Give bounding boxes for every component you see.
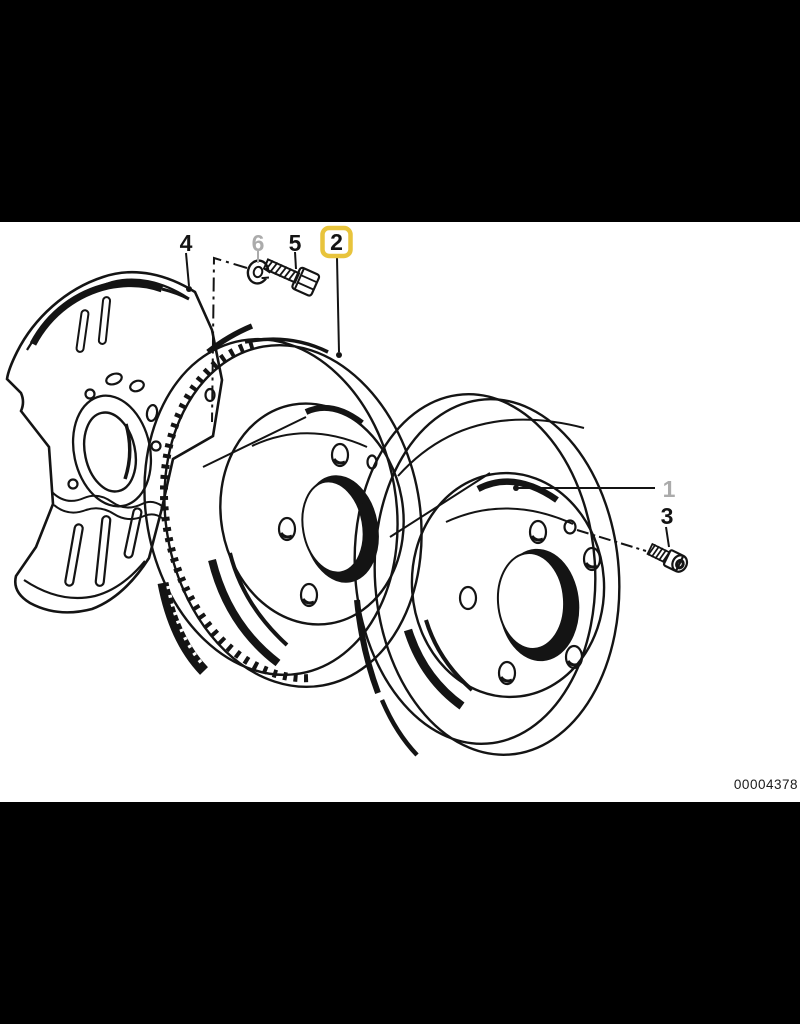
shield-hole [129,379,145,393]
disc2-back-rim [143,337,399,677]
disc1-setscrew-hole [563,519,577,535]
bolt-axis-line [211,256,248,423]
disc2-center-bore-inner [301,480,365,574]
disc2-rim-edge-top [244,337,329,354]
leader-4-dot [186,286,192,292]
shield-rib-2 [97,296,112,345]
callout-label-1[interactable]: 1 [663,476,676,502]
callout-6[interactable]: 6 [252,230,265,256]
letterbox-top [0,0,800,222]
callout-4[interactable]: 4 [180,230,193,256]
highlight-box[interactable] [320,225,353,259]
shield-hole [105,372,123,386]
shield-foot-lip [23,560,146,600]
callout-5[interactable]: 5 [289,230,302,256]
leader-2 [336,257,340,353]
callout-label-3[interactable]: 3 [661,503,674,529]
callout-label-5[interactable]: 5 [289,230,302,256]
shield-slot [64,523,84,587]
hex-bolt-part [262,258,321,297]
shield-hub-bore-shade [123,423,132,480]
shield-hub-hole [82,411,138,493]
disc2-face-shadow-1 [208,559,281,667]
disc2-rim-shadow-bottom [157,581,209,675]
disc1-hub-shadow [476,478,559,503]
shield-hole [84,388,96,400]
shield-hole [150,440,162,452]
disc1-rim-shadow-2 [379,699,419,757]
bolt-threads [264,259,297,282]
letterbox-bottom [0,802,800,1024]
disc2-rim-shadow-top [206,323,254,355]
leader-3 [665,526,670,548]
disc2-face-shadow-2 [228,552,289,647]
leader-lines [185,251,670,552]
screw-hex-socket [675,558,685,570]
callout-3[interactable]: 3 [661,503,674,529]
shield-rib-1 [75,309,90,353]
shield-outline [5,270,224,614]
disc2-face-chord [202,416,307,468]
disc1-back-rim [353,393,597,745]
shield-mount-hole [204,387,216,403]
shield-stamp-line [51,491,163,509]
disc2-rim-notches [166,585,206,668]
disc1-center-bore-inner [496,552,566,650]
vented-brake-disc-part [143,323,423,689]
disc1-face-shadow-2 [424,619,474,692]
leader-4 [185,252,190,287]
shield-slot [123,507,143,559]
disc2-face [163,343,423,689]
disc1-hub [410,471,606,699]
diagram-number: 00004378 [734,777,798,792]
screw-head [662,549,684,572]
screw-head-face [671,554,689,573]
leader-2-dot [336,352,342,358]
disc2-hub [219,402,405,626]
disc2-hub-inner-line [251,432,368,448]
disc1-face-shadow-1 [403,628,465,710]
callout-label-2[interactable]: 2 [330,229,343,255]
callout-2-highlighted[interactable]: 2 [320,225,353,259]
set-screw-part [646,542,689,573]
shield-slot [94,515,112,587]
callout-1[interactable]: 1 [663,476,676,502]
disc1-rim-shadow-1 [354,599,381,695]
disc1-lug-holes [458,519,602,686]
shield-stamp-line [53,504,163,520]
shield-rim-shadow [29,280,164,346]
callout-label-6[interactable]: 6 [252,230,265,256]
brake-disc-part [353,393,621,757]
disc1-rim-inner-line [397,418,585,477]
callout-label-4[interactable]: 4 [180,230,193,256]
leader-5 [294,251,297,270]
shield-rim-shadow-thin [161,287,190,301]
disc1-hub-inner-line [445,507,574,525]
bolt-hex-head [291,266,321,297]
disc1-face [373,398,621,756]
shield-hole [145,403,159,423]
shield-hole [67,478,79,490]
disc2-hub-shadow [304,404,364,426]
